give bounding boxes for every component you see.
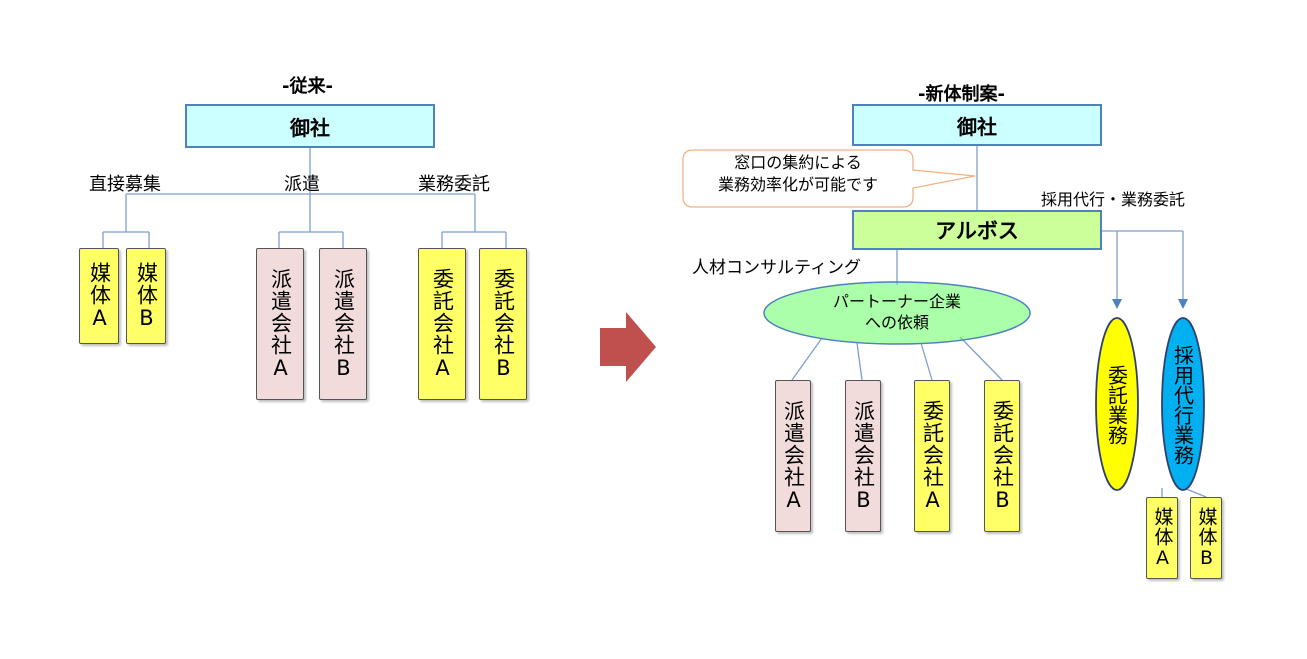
left-box-itaku-b: 委託会社B [479,248,527,400]
ellipse-itaku-text: 委託業務 [1104,365,1129,445]
left-title: -従来- [282,76,333,97]
partner-ellipse-text: パートーナー企業 への依頼 [832,292,961,332]
right-box-itaku-a: 委託会社A [914,380,950,532]
ellipse-saiyou-shape [1161,317,1205,491]
callout-shape [682,149,976,208]
branch-label-direct: 直接募集 [89,174,161,195]
left-top-box: 御社 [185,104,435,148]
right-title: -新体制案- [918,84,1005,105]
right-top-box: 御社 [852,104,1102,146]
left-box-itaku-a: 委託会社A [418,248,466,400]
callout-text: 窓口の集約による 業務効率化が可能です [717,153,878,194]
label-jinzai-consulting: 人材コンサルティング [692,258,861,278]
arbos-box: アルボス [852,210,1102,250]
left-box-media-b: 媒体B [126,248,166,344]
right-box-haken-b: 派遣会社B [845,380,881,532]
left-box-haken-a: 派遣会社A [256,248,304,400]
partner-ellipse-shape [763,281,1031,345]
label-saiyou-itaku: 採用代行・業務委託 [1041,190,1186,209]
ellipse-itaku-shape [1095,317,1139,491]
right-box-haken-a: 派遣会社A [775,380,811,532]
left-box-media-a: 媒体A [79,248,119,344]
branch-label-itaku: 業務委託 [418,174,490,195]
right-box-media-a: 媒体A [1146,497,1178,579]
ellipse-saiyou-text: 採用代行業務 [1170,345,1195,465]
right-box-media-b: 媒体B [1190,497,1222,579]
left-box-haken-b: 派遣会社B [319,248,367,400]
branch-label-haken: 派遣 [284,174,320,195]
right-box-itaku-b: 委託会社B [984,380,1020,532]
transition-arrow [600,312,656,382]
